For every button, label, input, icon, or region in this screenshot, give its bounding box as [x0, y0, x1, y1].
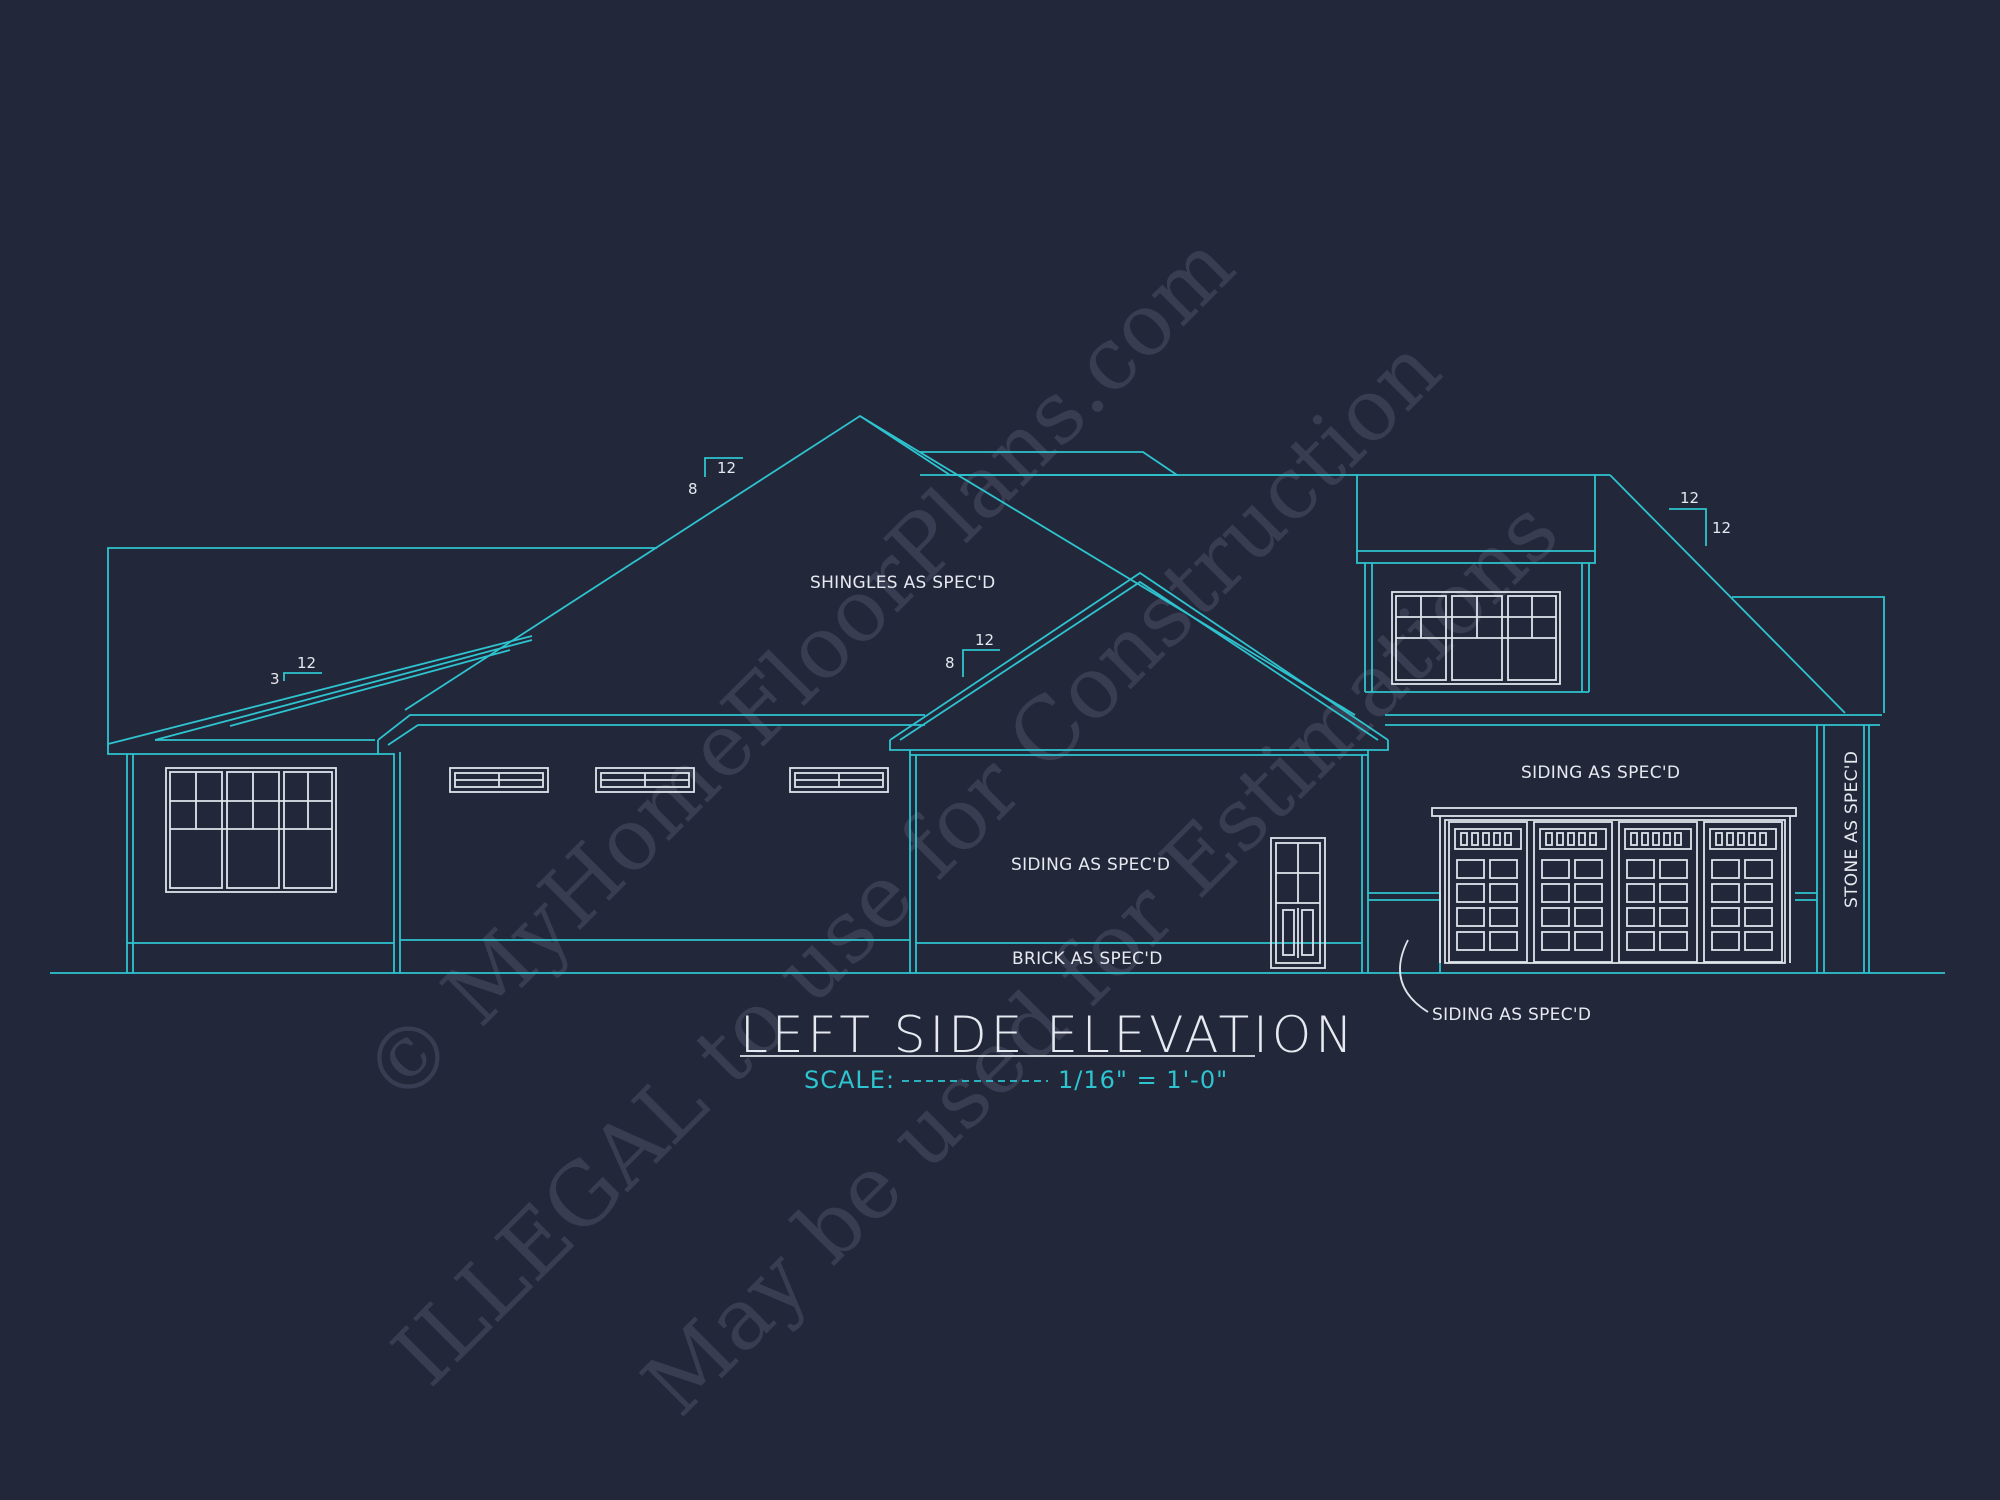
front-gable: [889, 571, 1389, 973]
note-brick: BRICK AS SPEC'D: [1012, 949, 1163, 969]
pitch-main-run: 12: [717, 459, 736, 477]
pitch-right-run: 12: [1680, 489, 1699, 507]
garage-door-panel: [1541, 931, 1570, 951]
garage-door-panel: [1711, 883, 1740, 903]
drawing-title: LEFT SIDE ELEVATION: [740, 1006, 1357, 1064]
garage-door-panel: [1626, 883, 1655, 903]
pitch-main-rise: 8: [688, 480, 698, 498]
garage-door-leaf: [1533, 821, 1613, 963]
garage-door-panel: [1489, 883, 1518, 903]
transom-pane: [1726, 832, 1734, 846]
note-shingles: SHINGLES AS SPEC'D: [810, 573, 996, 593]
transom-pane: [1493, 832, 1501, 846]
garage-door-panel: [1541, 859, 1570, 879]
pitch-right: 12 12: [1669, 489, 1731, 546]
note-siding-garage: SIDING AS SPEC'D: [1521, 763, 1680, 783]
garage-wing: [1368, 596, 1885, 973]
transom-pane: [1589, 832, 1597, 846]
garage-door-panel: [1456, 859, 1485, 879]
transom-pane: [1545, 832, 1553, 846]
garage-door-panel: [1456, 931, 1485, 951]
left-window-group: [165, 767, 337, 893]
garage-door-panel: [1744, 907, 1773, 927]
garage-door-panel: [1541, 883, 1570, 903]
garage-door-panel: [1626, 859, 1655, 879]
garage-door-panel: [1744, 883, 1773, 903]
dormer: [1356, 475, 1596, 693]
transom-pane: [1556, 832, 1564, 846]
garage-door-panel: [1574, 931, 1603, 951]
pitch-gable: 8 12: [945, 631, 1000, 677]
garage-door-panel: [1744, 931, 1773, 951]
garage-transom-light: [1624, 828, 1692, 850]
transom-pane: [1748, 832, 1756, 846]
garage-door-panel: [1456, 907, 1485, 927]
garage-door-panel: [1659, 907, 1688, 927]
garage-door-panel: [1456, 883, 1485, 903]
transom-pane: [1482, 832, 1490, 846]
watermark: © MyHomeFloorPlans.com ILLEGAL to use fo…: [344, 215, 1578, 1434]
dormer-window-group: [1391, 591, 1561, 685]
garage-doors: [1431, 807, 1797, 964]
pitch-gable-run: 12: [975, 631, 994, 649]
transom-pane: [1567, 832, 1575, 846]
garage-door-panel: [1626, 931, 1655, 951]
pitch-porch-rise: 3: [270, 670, 280, 688]
garage-door-panel: [1711, 907, 1740, 927]
garage-transom-light: [1454, 828, 1522, 850]
garage-door-panel: [1489, 907, 1518, 927]
garage-door-leaf: [1703, 821, 1783, 963]
transom-windows: [449, 767, 889, 793]
garage-transom-light: [1709, 828, 1777, 850]
pitch-main: 8 12: [688, 457, 743, 498]
transom-pane: [1674, 832, 1682, 846]
garage-door-panel: [1574, 859, 1603, 879]
scale-label: SCALE:: [804, 1066, 895, 1094]
garage-door-panel: [1744, 859, 1773, 879]
left-wing: [107, 547, 657, 973]
transom-pane: [1737, 832, 1745, 846]
garage-door-panel: [1659, 883, 1688, 903]
note-siding-center: SIDING AS SPEC'D: [1011, 855, 1170, 875]
note-siding-callout: SIDING AS SPEC'D: [1432, 1005, 1591, 1025]
pitch-gable-rise: 8: [945, 654, 955, 672]
garage-door-panel: [1489, 859, 1518, 879]
transom-pane: [1759, 832, 1767, 846]
transom-pane: [1460, 832, 1468, 846]
siding-leader-line: [1399, 939, 1429, 1013]
scale-value: 1/16" = 1'-0": [1058, 1066, 1228, 1094]
garage-door-panel: [1541, 907, 1570, 927]
pitch-porch: 3 12: [270, 654, 322, 688]
garage-door-panel: [1489, 931, 1518, 951]
transom-pane: [1471, 832, 1479, 846]
transom-pane: [1641, 832, 1649, 846]
garage-door-leaf: [1618, 821, 1698, 963]
note-stone: STONE AS SPEC'D: [1842, 751, 1862, 908]
transom-pane: [1715, 832, 1723, 846]
garage-door-panel: [1711, 859, 1740, 879]
garage-door-panel: [1574, 907, 1603, 927]
garage-transom-light: [1539, 828, 1607, 850]
pitch-porch-run: 12: [297, 654, 316, 672]
garage-door-panel: [1659, 931, 1688, 951]
transom-pane: [1652, 832, 1660, 846]
main-wall: [377, 714, 1882, 973]
transom-pane: [1504, 832, 1512, 846]
pitch-right-rise: 12: [1712, 519, 1731, 537]
transom-pane: [1663, 832, 1671, 846]
transom-pane: [1578, 832, 1586, 846]
garage-door-leaf: [1448, 821, 1528, 963]
transom-pane: [1630, 832, 1638, 846]
garage-door-panel: [1574, 883, 1603, 903]
garage-door-panel: [1659, 859, 1688, 879]
side-door: [1270, 837, 1326, 969]
garage-door-panel: [1711, 931, 1740, 951]
garage-door-panel: [1626, 907, 1655, 927]
